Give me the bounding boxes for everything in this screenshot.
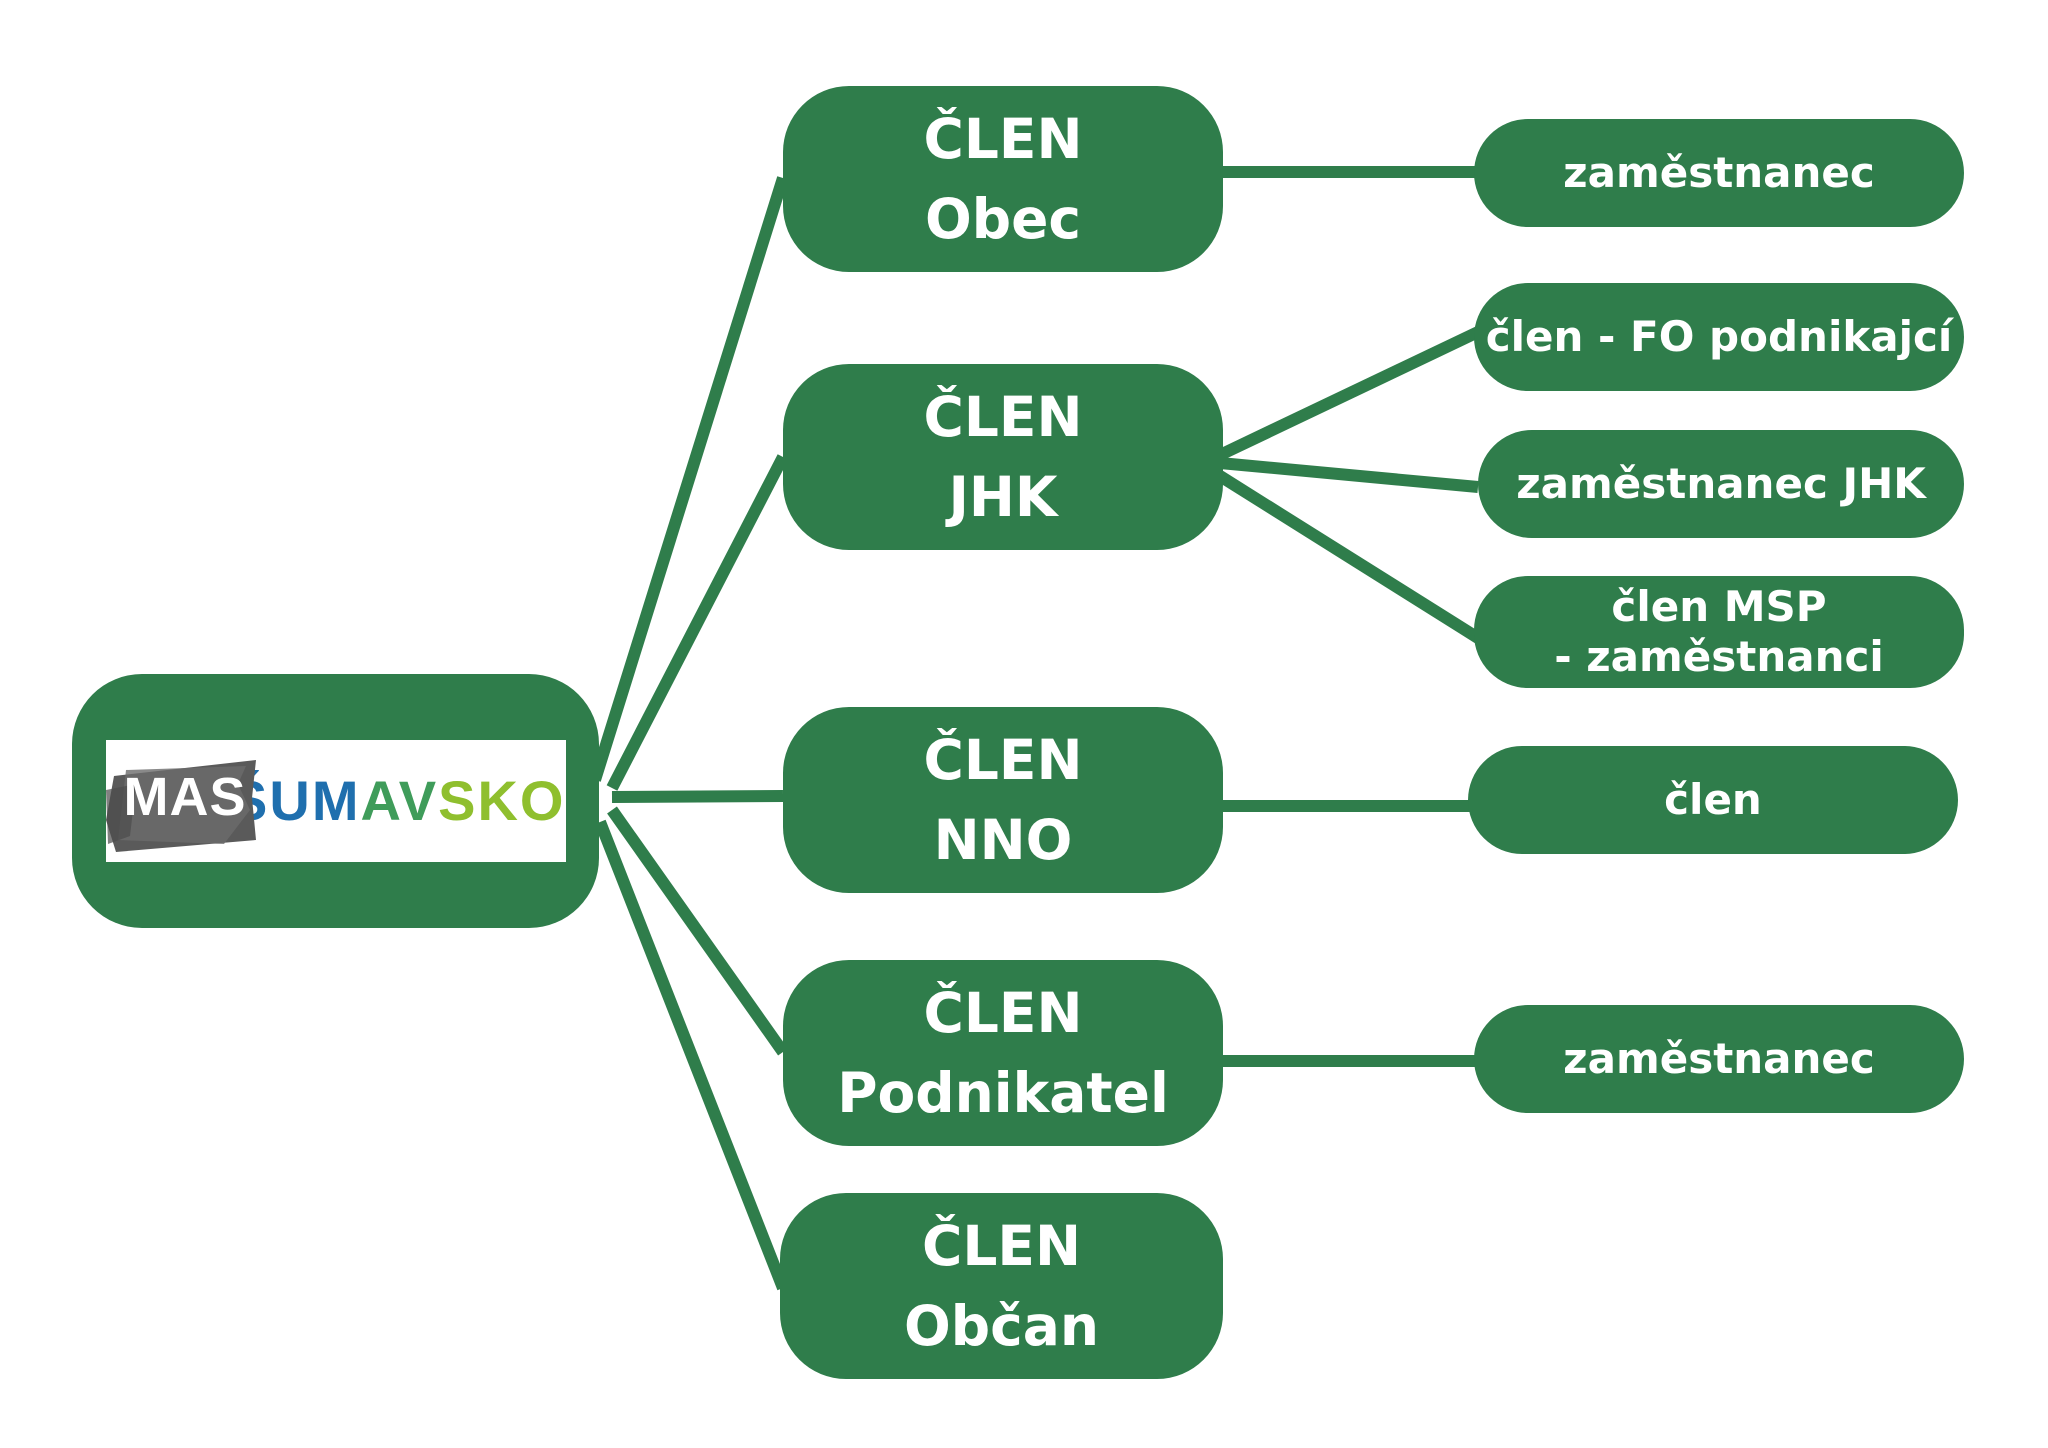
connector-root-nno [611, 790, 784, 803]
connector-root-obcan [594, 819, 789, 1291]
mas-brush-mark: MAS [105, 740, 256, 862]
leaf-node-podnikatel-zamestnanec: zaměstnanec [1474, 1005, 1964, 1113]
connector-root-obec [589, 176, 789, 782]
member-node-jhk: ČLEN JHK [783, 364, 1223, 550]
connector-root-podnikatel [607, 806, 788, 1056]
mas-sumavsko-logo: MAS ŠUMAVSKO [105, 740, 566, 862]
leaf-podnikatel-zamestnanec-text: zaměstnanec [1563, 1034, 1875, 1083]
member-node-obec: ČLEN Obec [783, 86, 1223, 272]
leaf-zamestnanec-jhk-text: zaměstnanec JHK [1516, 459, 1926, 508]
member-jhk-line1: ČLEN [923, 385, 1083, 449]
leaf-node-clen-fo-podnikajci: člen - FO podnikajcí [1474, 283, 1964, 391]
logo-mas-text: MAS [123, 767, 247, 827]
connector-jhk-leaf-fo [1217, 326, 1481, 461]
connector-jhk-leaf-zamestnanec [1219, 457, 1479, 493]
member-nno-line2: NNO [933, 808, 1073, 872]
member-obec-line2: Obec [924, 187, 1082, 251]
member-node-obcan: ČLEN Občan [780, 1193, 1223, 1379]
member-node-podnikatel: ČLEN Podnikatel [783, 960, 1223, 1146]
leaf-clen-msp-line2: - zaměstnanci [1554, 632, 1884, 681]
member-node-nno: ČLEN NNO [783, 707, 1223, 893]
logo-sumavsko-text: ŠUMAVSKO [230, 773, 565, 829]
leaf-node-zamestnanec-jhk: zaměstnanec JHK [1478, 430, 1964, 538]
connector-root-jhk [606, 454, 789, 791]
member-obec-line1: ČLEN [923, 107, 1083, 171]
root-node-mas-sumavsko: MAS ŠUMAVSKO [72, 674, 599, 928]
leaf-obec-zamestnanec-text: zaměstnanec [1563, 148, 1875, 197]
member-obcan-line2: Občan [904, 1294, 1099, 1358]
member-nno-line1: ČLEN [923, 728, 1083, 792]
connector-jhk-leaf-msp [1216, 470, 1482, 644]
member-jhk-line2: JHK [948, 465, 1058, 529]
logo-sumavsko-part-2: AV [360, 769, 439, 832]
member-obcan-line1: ČLEN [921, 1214, 1081, 1278]
logo-sumavsko-part-3: SKO [438, 769, 566, 832]
leaf-node-obec-zamestnanec: zaměstnanec [1474, 119, 1964, 227]
leaf-clen-fo-podnikajci-text: člen - FO podnikajcí [1485, 312, 1953, 361]
leaf-node-clen-msp-zamestnanci: člen MSP - zaměstnanci [1474, 576, 1964, 688]
leaf-nno-clen-text: člen [1664, 775, 1762, 824]
member-podnikatel-line2: Podnikatel [837, 1061, 1169, 1125]
leaf-clen-msp-line1: člen MSP [1611, 582, 1827, 631]
leaf-node-nno-clen: člen [1468, 746, 1958, 854]
member-podnikatel-line1: ČLEN [923, 981, 1083, 1045]
